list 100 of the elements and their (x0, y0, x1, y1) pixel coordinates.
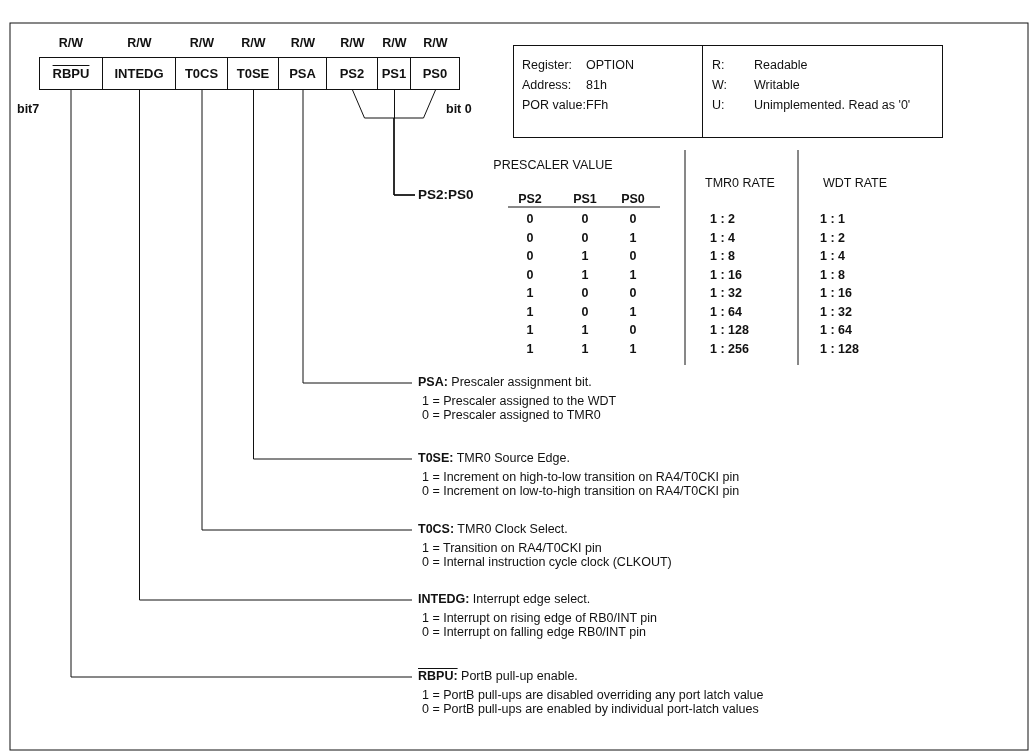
access-label: R/W (381, 36, 408, 50)
table-value: 1 : 4 (820, 249, 845, 263)
table-value: 1 : 64 (820, 323, 852, 337)
access-label: R/W (289, 36, 317, 50)
leader-line (139, 89, 413, 601)
access-label: R/W (57, 36, 85, 50)
description-line: 0 = PortB pull-ups are enabled by individual port-latch values (422, 702, 760, 716)
info-table (702, 45, 943, 138)
table-header: PS2 (518, 192, 542, 206)
leader-line (201, 89, 413, 531)
table-value: 1 (581, 267, 589, 282)
table-header: WDT RATE (822, 176, 888, 190)
info-table (513, 45, 703, 138)
table-value: 1 (526, 323, 534, 337)
table-value: 0 (581, 304, 589, 319)
table-value: 0 (629, 212, 637, 226)
table-value: 1 : 32 (710, 286, 742, 300)
bit-field: INTEDG (103, 57, 176, 90)
field-value: Writable (754, 78, 801, 92)
table-value: 0 (581, 212, 589, 226)
table-value: 0 (581, 286, 589, 300)
description-line: 0 = Internal instruction cycle clock (CLKOUT) (422, 555, 672, 569)
table-value: 0 (526, 230, 534, 245)
bit-field: PS0 (411, 57, 460, 90)
bit-label: bit 0 (446, 102, 472, 116)
field-value: 81h (586, 78, 608, 92)
description-line: 0 = Prescaler assigned to TMR0 (422, 408, 602, 422)
table-value: 1 : 16 (820, 286, 852, 300)
table-value: 1 : 8 (710, 249, 735, 263)
table-value: 0 (526, 249, 534, 263)
field-name: W: (712, 78, 728, 92)
description-heading: RBPU: PortB pull-up enable. (418, 669, 579, 683)
bracket-leader (393, 89, 436, 196)
table-value: 0 (629, 249, 637, 263)
field-name: U: (712, 98, 725, 112)
table-value: 1 (581, 249, 589, 263)
bit-field: PSA (279, 57, 327, 90)
leader-line (70, 89, 413, 678)
table-value: 1 : 2 (710, 212, 735, 226)
description-line: 1 = Transition on RA4/T0CKI pin (422, 541, 603, 555)
description-heading: INTEDG: Interrupt edge select. (418, 592, 592, 606)
table-value: 1 : 128 (710, 323, 749, 337)
access-label: R/W (126, 36, 153, 50)
field-value: OPTION (586, 58, 635, 72)
table-value: 1 (526, 341, 534, 356)
table-value: 1 (629, 267, 637, 282)
field-label: PS2:PS0 (418, 187, 474, 202)
table-value: 1 : 32 (820, 304, 852, 319)
access-label: R/W (188, 36, 216, 50)
field-name: Address: (522, 78, 572, 92)
bit-field: PS1 (378, 57, 411, 90)
field-name: POR value: (522, 98, 586, 112)
table-value: 1 (581, 323, 589, 337)
field-value: Unimplemented. Read as '0' (754, 98, 912, 112)
field-value: Readable (754, 58, 809, 72)
description-heading: T0CS: TMR0 Clock Select. (418, 522, 569, 536)
table-value: 0 (581, 230, 589, 245)
field-value: FFh (586, 98, 610, 112)
table-value: 1 : 128 (820, 341, 859, 356)
table-value: 0 (526, 212, 534, 226)
field-name: R: (712, 58, 725, 72)
table-value: 0 (526, 267, 534, 282)
bit-field: PS2 (327, 57, 378, 90)
access-label: R/W (339, 36, 366, 50)
table-value: 1 (629, 304, 637, 319)
table-value: 1 : 256 (710, 341, 749, 356)
bit-label: bit7 (17, 102, 40, 116)
description-heading: T0SE: TMR0 Source Edge. (418, 451, 571, 465)
description-line: 1 = Interrupt on rising edge of RB0/INT pin (422, 611, 657, 625)
table-value: 1 : 8 (820, 267, 845, 282)
table-header: PS0 (621, 192, 645, 206)
table-value: 1 : 4 (710, 230, 735, 245)
table-value: 0 (629, 286, 637, 300)
access-label: R/W (240, 36, 267, 50)
table-value: 1 : 2 (820, 230, 845, 245)
table-header: TMR0 RATE (705, 176, 775, 190)
description-line: 1 = Increment on high-to-low transition on RA4/T0CKI pin (422, 470, 740, 484)
bit-field: T0SE (228, 57, 279, 90)
table-value: 1 (526, 286, 534, 300)
field-name: Register: (522, 58, 573, 72)
description-line: 0 = Increment on low-to-high transition on RA4/T0CKI pin (422, 484, 740, 498)
table-value: 1 : 1 (820, 212, 845, 226)
table-value: 0 (629, 323, 637, 337)
bit-field: T0CS (176, 57, 228, 90)
table-value: 1 (629, 230, 637, 245)
table-value: 1 (629, 341, 637, 356)
bit-field: RBPU (39, 57, 103, 90)
description-line: 1 = PortB pull-ups are disabled overriding any port latch value (422, 688, 764, 702)
description-line: 0 = Interrupt on falling edge RB0/INT pin (422, 625, 647, 639)
table-header: PS1 (573, 192, 597, 206)
table-value: 1 : 16 (710, 267, 742, 282)
access-label: R/W (422, 36, 449, 50)
table-value: 1 (581, 341, 589, 356)
table-value: 1 (526, 304, 534, 319)
table-header: PRESCALER VALUE (493, 158, 613, 172)
leader-line (253, 89, 413, 460)
description-heading: PSA: Prescaler assignment bit. (418, 375, 593, 389)
description-line: 1 = Prescaler assigned to the WDT (422, 394, 617, 408)
table-value: 1 : 64 (710, 304, 742, 319)
leader-line (302, 89, 413, 384)
